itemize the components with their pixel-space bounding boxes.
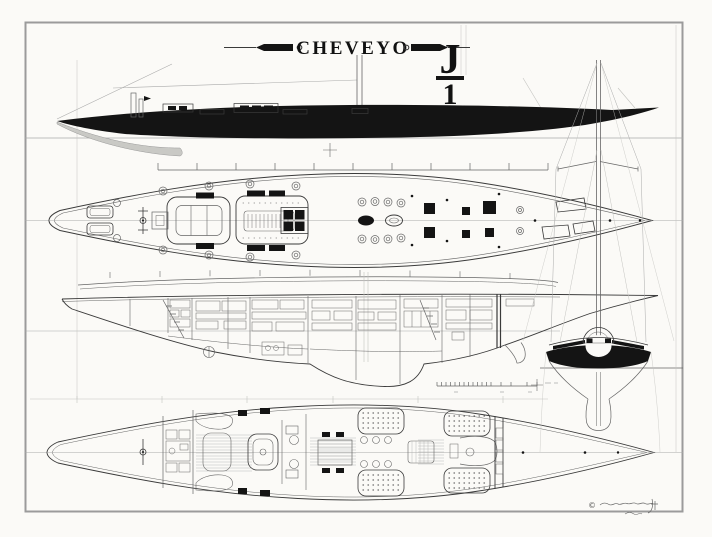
window-icon xyxy=(240,105,249,111)
view-deck-plan xyxy=(48,172,654,269)
hull-profile-silhouette xyxy=(57,104,659,139)
dimension-line-ticks xyxy=(157,163,549,171)
plan-inner-line xyxy=(52,407,648,498)
signature-script xyxy=(599,502,654,506)
spreaders xyxy=(557,161,639,172)
cabin-sole-line xyxy=(167,335,443,352)
lazarette-hatches xyxy=(541,197,596,240)
stanchion-ticks xyxy=(109,269,511,279)
forestay-line xyxy=(56,63,173,120)
capstan xyxy=(385,214,403,227)
title-ring-right-icon xyxy=(403,44,410,51)
cap-shrouds xyxy=(550,62,647,343)
mast-transverse xyxy=(596,60,601,336)
crew-cabin-plan xyxy=(165,429,191,473)
mast-section-icon xyxy=(358,215,374,226)
deck-wedge xyxy=(553,340,585,350)
signature-date-line xyxy=(624,512,643,515)
sole-planking xyxy=(196,434,444,472)
fore-hatch xyxy=(86,205,114,219)
title-flourish-right-icon xyxy=(411,44,448,51)
bulwark-bottom-line xyxy=(79,280,557,290)
house-windows-plan xyxy=(196,190,285,251)
rudder-profile xyxy=(504,342,526,364)
forefoot-underbody xyxy=(56,121,183,157)
class-mark-denominator: 1 xyxy=(443,78,458,111)
aft-lockers xyxy=(495,427,504,475)
lower-shrouds xyxy=(559,149,638,343)
keel-centerline xyxy=(596,372,601,426)
title-flourish-left-icon xyxy=(256,44,293,51)
scale-bar-labels xyxy=(454,382,558,393)
copyright-signature: © xyxy=(589,498,658,515)
owner-stateroom-plan xyxy=(357,407,435,497)
bilge-sections xyxy=(548,360,649,400)
title-ring-left-icon xyxy=(296,44,303,51)
bow-fittings-profile xyxy=(130,92,151,118)
backstay-lines xyxy=(522,77,636,109)
halyard-lines xyxy=(460,25,467,75)
copyright-symbol: © xyxy=(589,501,595,510)
winches xyxy=(158,179,524,262)
long-stays xyxy=(522,62,675,342)
deck-camber-line xyxy=(548,337,649,346)
class-mark-numerator: J xyxy=(440,37,461,83)
scale-bar xyxy=(436,382,558,393)
interior-joinery-profile xyxy=(169,298,535,356)
yacht-name: CHEVEYO xyxy=(296,38,410,59)
window-icon xyxy=(179,106,187,110)
window-icon xyxy=(252,105,261,111)
cockpit-grating xyxy=(247,214,289,228)
fwd-bulkheads-plan xyxy=(162,410,194,494)
datum-cross-mark xyxy=(323,143,337,157)
sheer-line xyxy=(61,293,659,300)
deck-line xyxy=(61,296,561,302)
lockers-black xyxy=(238,408,270,496)
class-mark-j1: J 1 xyxy=(436,37,464,111)
fore-hatch xyxy=(86,222,114,236)
windlass xyxy=(138,207,148,234)
deckhouse-dome xyxy=(582,327,615,344)
signature-flourish xyxy=(647,498,658,514)
view-body-plan xyxy=(522,60,675,453)
spar-line xyxy=(112,79,358,89)
flag-icon xyxy=(144,96,151,101)
deck-fitting-icon xyxy=(113,199,121,207)
section-fairing-lines xyxy=(539,351,661,453)
view-interior-profile xyxy=(61,269,659,393)
view-outboard-profile xyxy=(56,55,659,157)
companionway-stairs xyxy=(162,299,440,341)
heads-compartment xyxy=(281,414,307,490)
aft-stateroom-plan xyxy=(443,410,498,494)
station-ticks xyxy=(76,396,504,403)
window-icon xyxy=(264,105,273,111)
class-mark-bar xyxy=(436,76,464,80)
mast-stub xyxy=(356,55,363,107)
main-bulkhead xyxy=(496,294,502,348)
bulkhead-lines xyxy=(129,294,471,384)
dome-notch xyxy=(585,335,612,357)
windlass-plan xyxy=(139,439,147,465)
bulwark-top-line xyxy=(77,276,559,286)
keel-fin xyxy=(585,398,612,431)
covering-board-line xyxy=(54,176,646,265)
aft-deck-hatches xyxy=(410,192,501,249)
deck-wedge xyxy=(612,340,644,350)
saloon-plan xyxy=(195,412,279,492)
companionway-skylight xyxy=(280,207,309,234)
view-interior-plan xyxy=(46,404,656,501)
deck-fitting-icon xyxy=(113,234,121,242)
title-block: CHEVEYO J 1 xyxy=(224,25,470,111)
sheet-border xyxy=(24,21,684,513)
deckhouses-profile xyxy=(162,103,369,115)
mast-line-interior xyxy=(363,272,369,362)
hull-underbody-profile xyxy=(61,295,659,387)
window-icon xyxy=(168,106,176,110)
machinery-box-plan xyxy=(317,432,353,473)
